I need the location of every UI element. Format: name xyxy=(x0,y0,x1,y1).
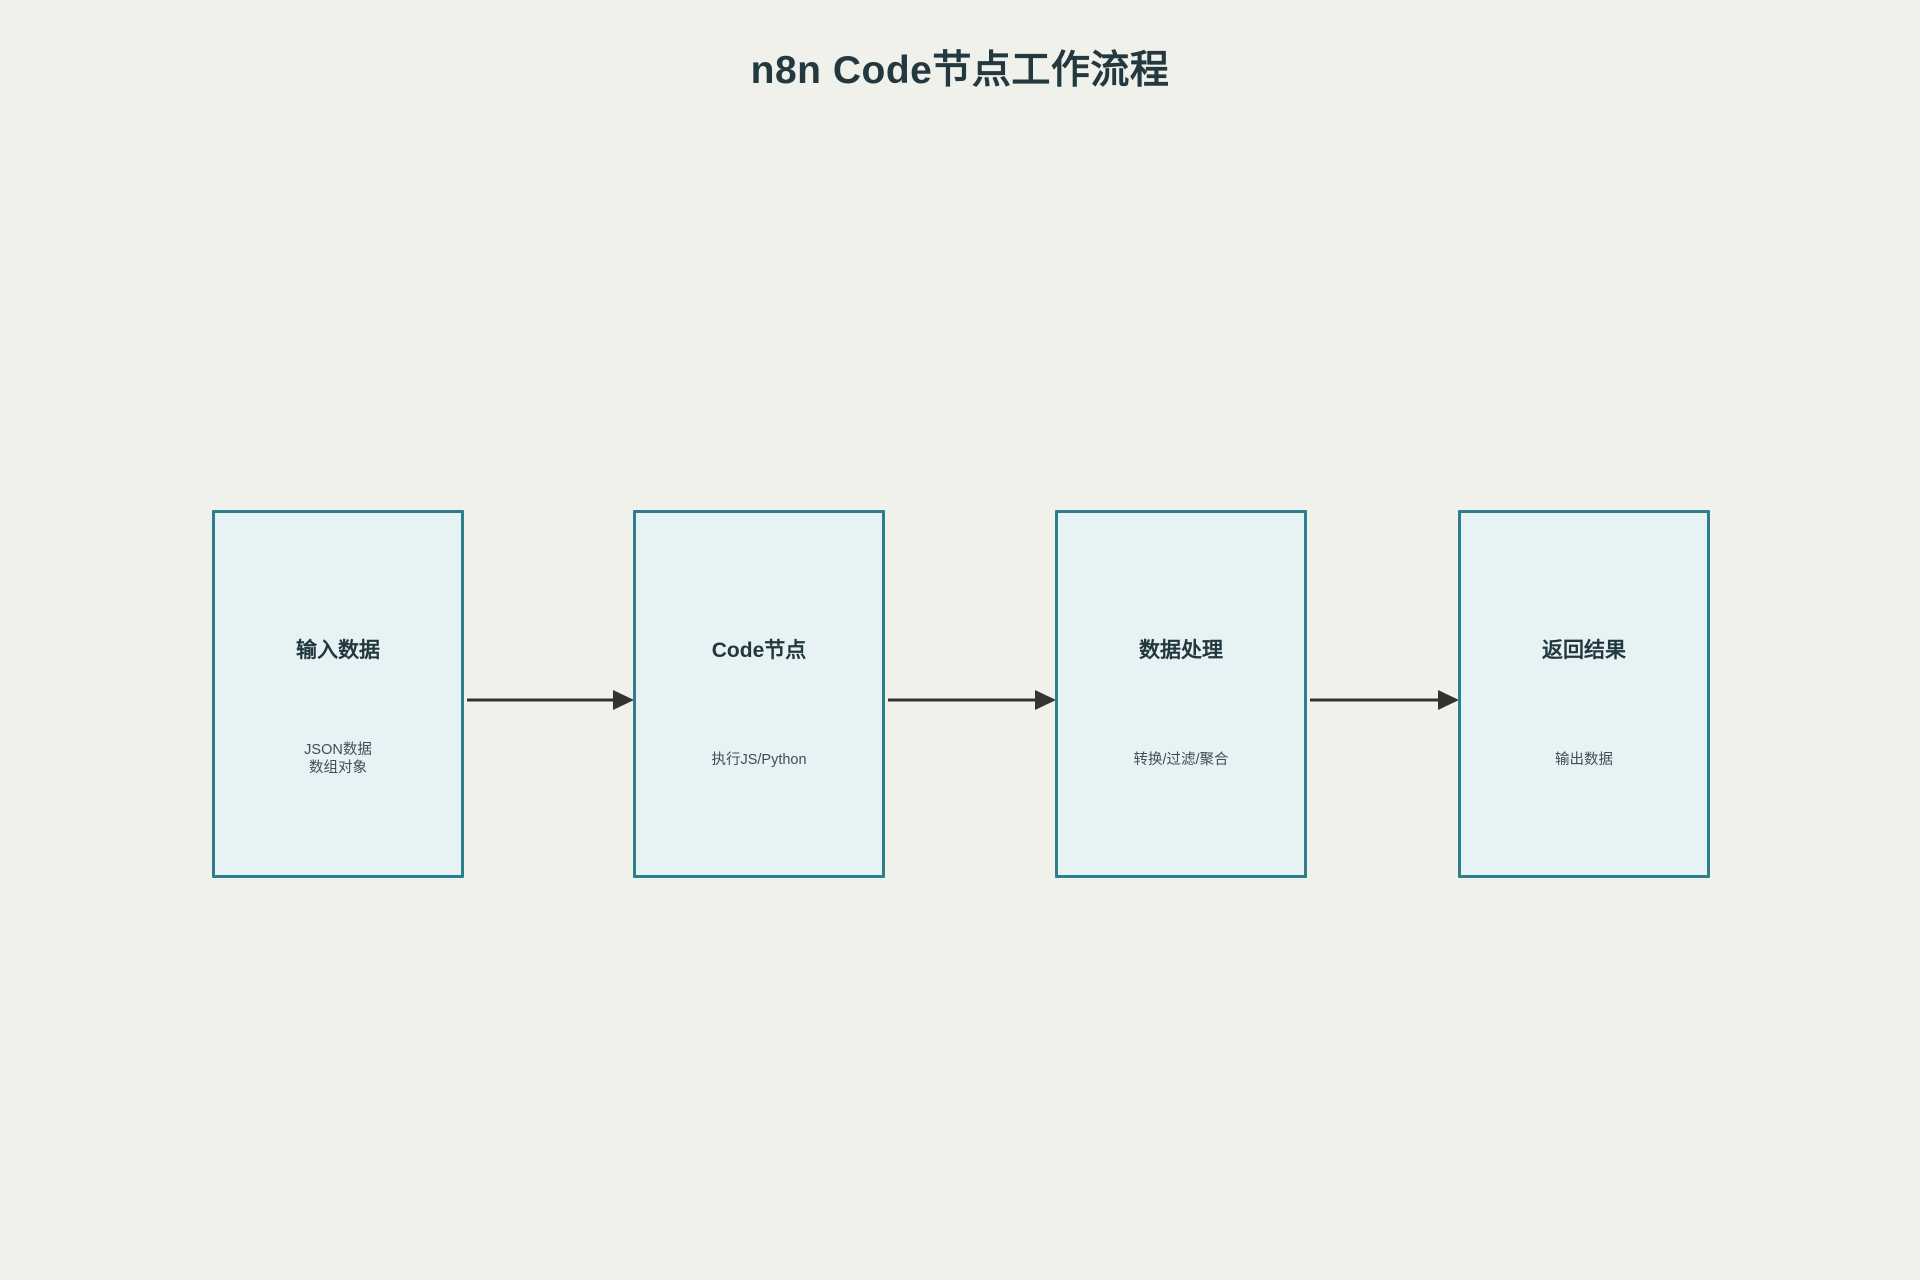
flow-node-title: 输入数据 xyxy=(296,639,380,662)
flow-node-subtitle: JSON数据 数组对象 xyxy=(304,742,372,777)
flow-node-subtitle: 转换/过滤/聚合 xyxy=(1133,752,1229,768)
flow-node-title: 数据处理 xyxy=(1139,639,1223,662)
flow-diagram: 输入数据 JSON数据 数组对象 Code节点 执行JS/Python 数据处理… xyxy=(212,510,1712,880)
arrow-right-icon xyxy=(888,690,1056,710)
flow-arrow-input-to-code xyxy=(467,688,634,712)
flow-node-title: 返回结果 xyxy=(1542,639,1626,662)
flow-arrow-processing-to-result xyxy=(1310,688,1459,712)
page-title: n8n Code节点工作流程 xyxy=(750,49,1170,92)
flow-node-subtitle: 执行JS/Python xyxy=(711,752,807,768)
flow-node-code-node[interactable]: Code节点 执行JS/Python xyxy=(633,510,885,878)
flow-node-input-data[interactable]: 输入数据 JSON数据 数组对象 xyxy=(212,510,464,878)
arrow-right-icon xyxy=(467,690,634,710)
flow-node-subtitle: 输出数据 xyxy=(1555,752,1613,768)
arrow-right-icon xyxy=(1310,690,1459,710)
flow-arrow-code-to-processing xyxy=(888,688,1056,712)
flow-node-return-result[interactable]: 返回结果 输出数据 xyxy=(1458,510,1710,878)
flow-node-title: Code节点 xyxy=(711,639,807,662)
flow-node-data-processing[interactable]: 数据处理 转换/过滤/聚合 xyxy=(1055,510,1307,878)
